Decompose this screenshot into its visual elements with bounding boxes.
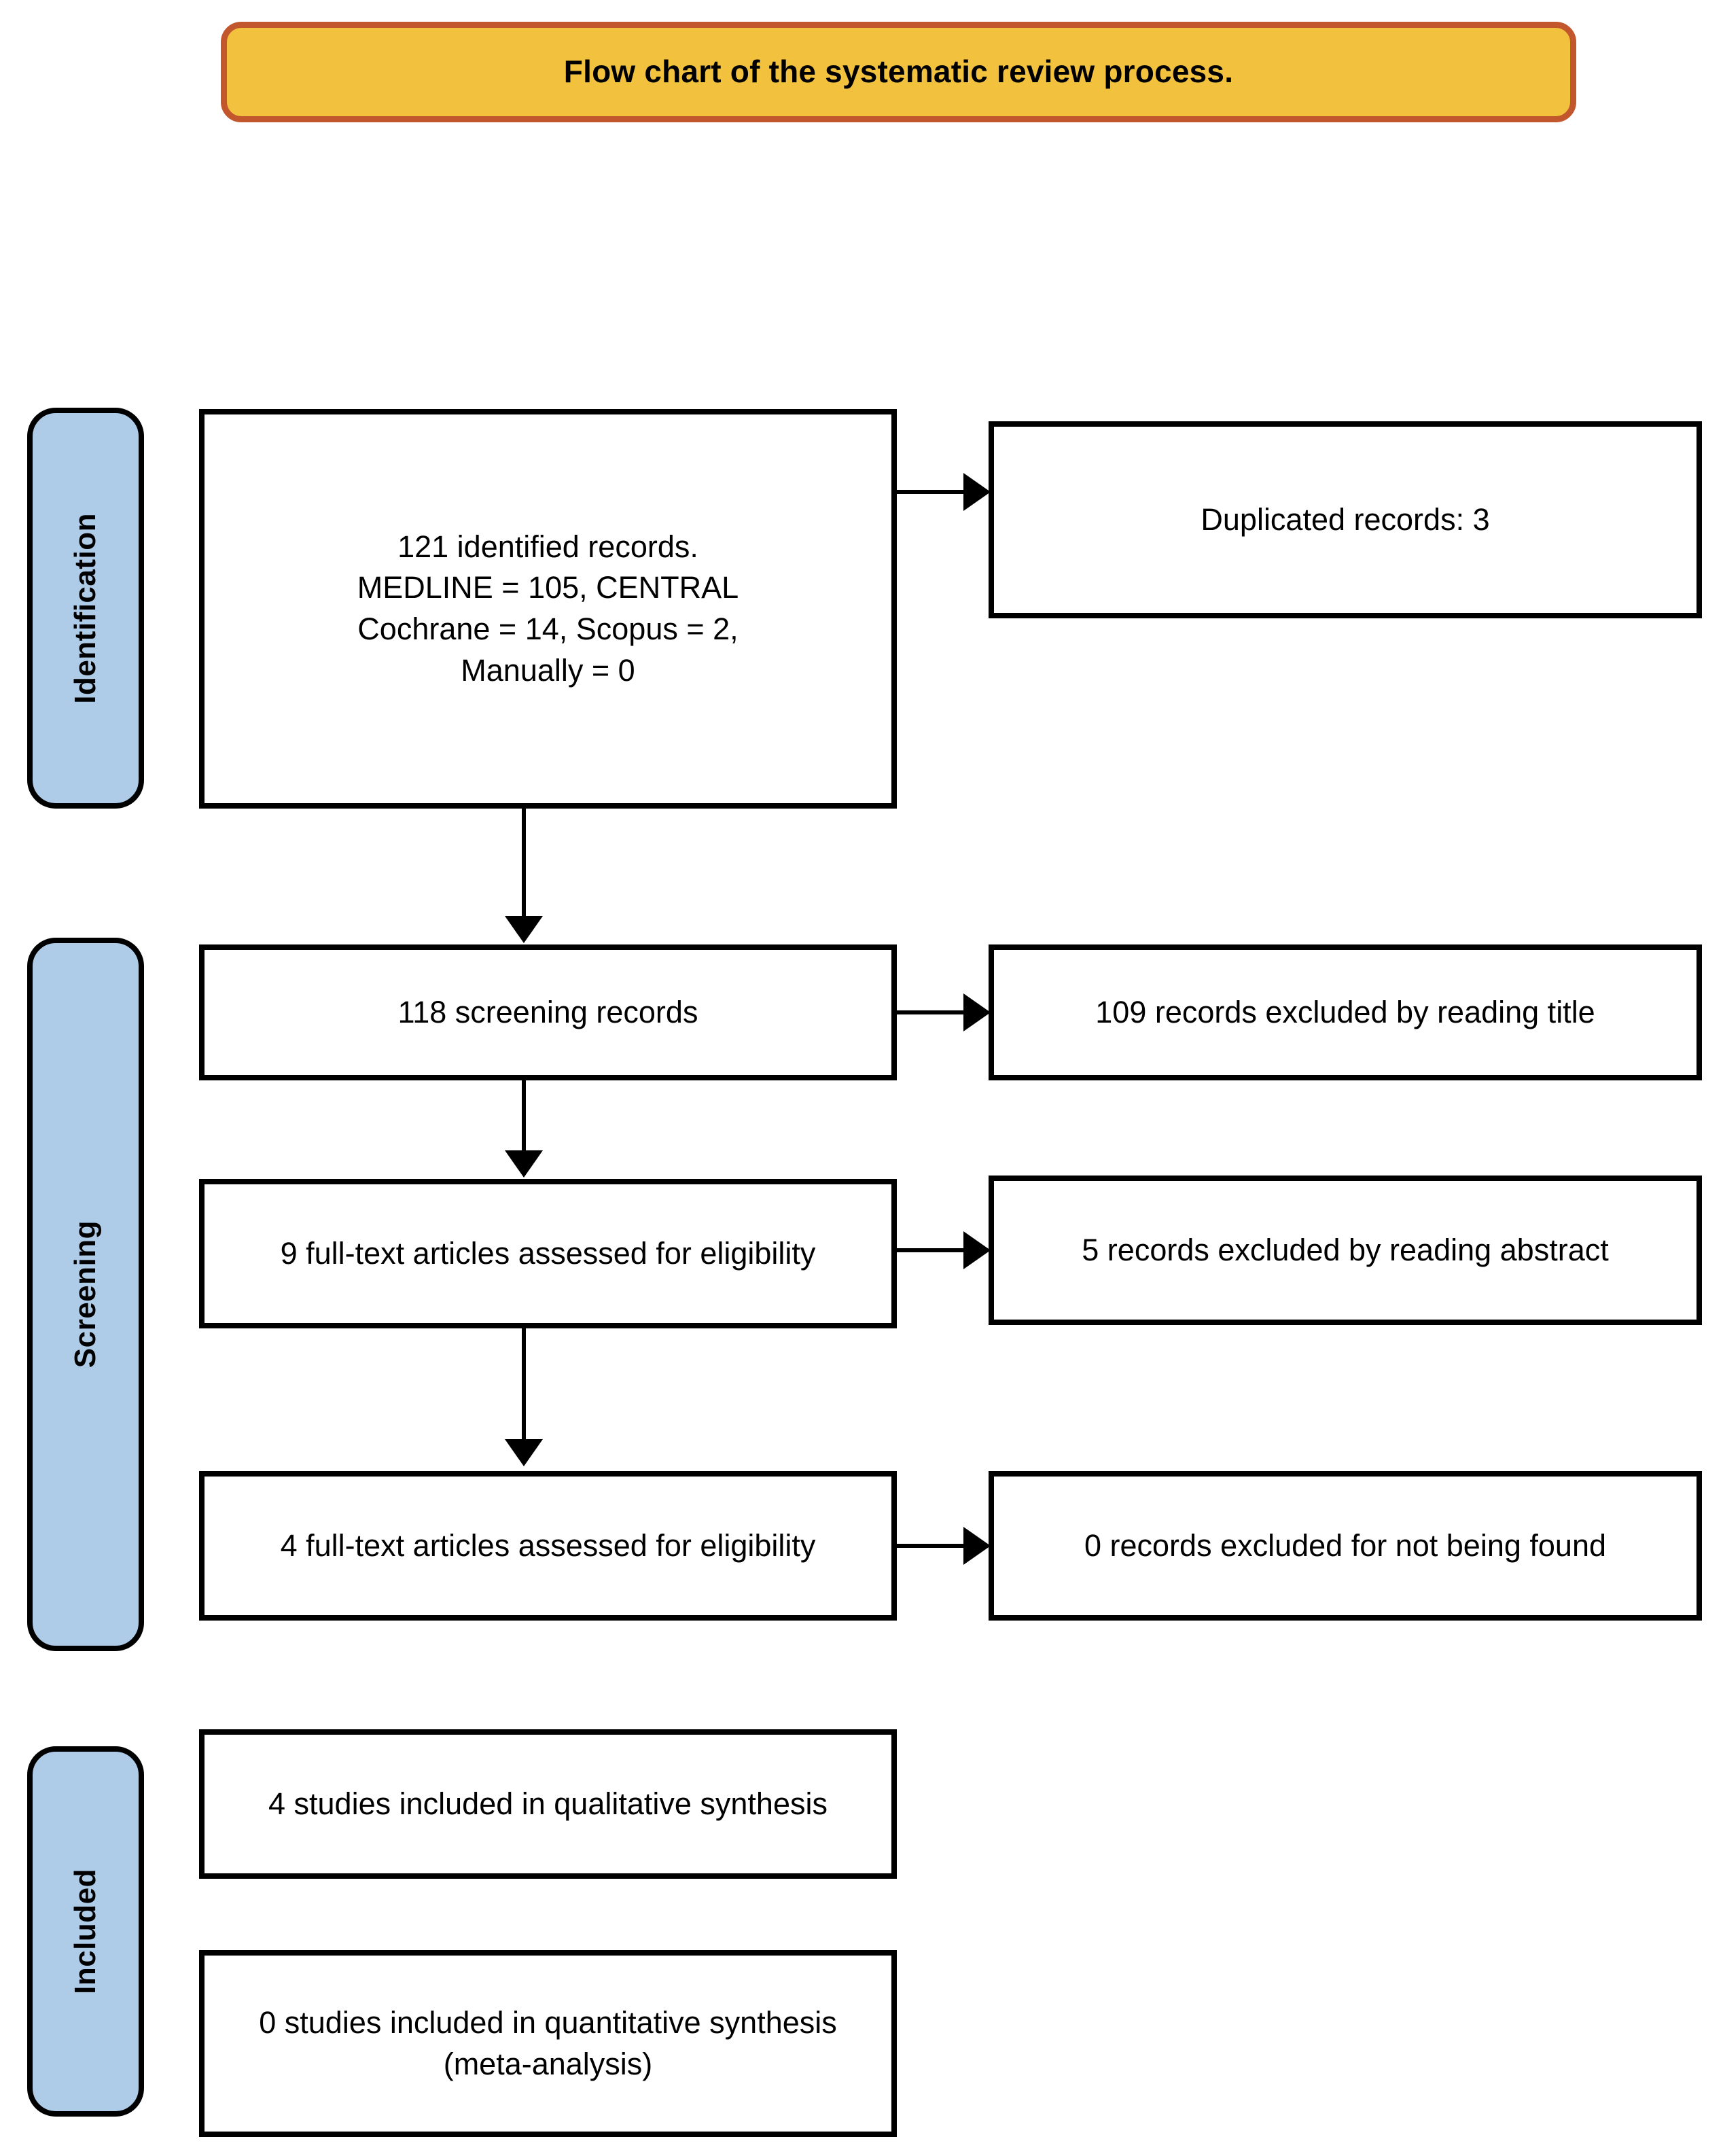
box-fulltext-assessed-9-text: 9 full-text articles assessed for eligib… bbox=[280, 1235, 816, 1271]
connector-screening-to-excluded-title bbox=[897, 1010, 968, 1014]
arrowhead-down-icon bbox=[505, 1439, 543, 1466]
arrowhead-right-icon bbox=[963, 1231, 991, 1269]
stage-label-identification-text: Identification bbox=[69, 512, 102, 704]
box-duplicated-records: Duplicated records: 3 bbox=[989, 421, 1702, 618]
box-quantitative-synthesis: 0 studies included in quantitative synth… bbox=[199, 1950, 897, 2137]
stage-label-screening: Screening bbox=[27, 938, 144, 1651]
stage-label-included-text: Included bbox=[69, 1869, 102, 1994]
box-identified-records-text: 121 identified records. MEDLINE = 105, C… bbox=[357, 529, 739, 688]
box-excluded-not-found-text: 0 records excluded for not being found bbox=[1084, 1527, 1606, 1563]
connector-identified-to-duplicated bbox=[897, 490, 968, 494]
box-fulltext-assessed-4-text: 4 full-text articles assessed for eligib… bbox=[280, 1527, 816, 1563]
box-screening-records-text: 118 screening records bbox=[397, 994, 698, 1029]
connector-identified-to-screening bbox=[522, 809, 526, 923]
arrowhead-right-icon bbox=[963, 993, 991, 1031]
connector-fulltext9-to-fulltext4 bbox=[522, 1328, 526, 1444]
box-screening-records: 118 screening records bbox=[199, 944, 897, 1080]
box-duplicated-records-text: Duplicated records: 3 bbox=[1201, 501, 1490, 537]
connector-fulltext4-to-excluded-notfound bbox=[897, 1544, 968, 1548]
arrowhead-right-icon bbox=[963, 473, 991, 511]
arrowhead-right-icon bbox=[963, 1527, 991, 1565]
box-quantitative-synthesis-text: 0 studies included in quantitative synth… bbox=[259, 2004, 837, 2081]
box-qualitative-synthesis-text: 4 studies included in qualitative synthe… bbox=[268, 1786, 828, 1821]
stage-label-included: Included bbox=[27, 1746, 144, 2117]
chart-title-banner: Flow chart of the systematic review proc… bbox=[221, 22, 1576, 122]
stage-label-identification: Identification bbox=[27, 408, 144, 809]
box-fulltext-assessed-4: 4 full-text articles assessed for eligib… bbox=[199, 1471, 897, 1621]
box-excluded-not-found: 0 records excluded for not being found bbox=[989, 1471, 1702, 1621]
box-qualitative-synthesis: 4 studies included in qualitative synthe… bbox=[199, 1729, 897, 1879]
connector-fulltext9-to-excluded-abstract bbox=[897, 1248, 968, 1252]
stage-label-screening-text: Screening bbox=[69, 1220, 102, 1368]
arrowhead-down-icon bbox=[505, 916, 543, 943]
connector-screening-to-fulltext9 bbox=[522, 1080, 526, 1155]
box-excluded-by-abstract-text: 5 records excluded by reading abstract bbox=[1082, 1232, 1609, 1267]
page-title: Flow chart of the systematic review proc… bbox=[563, 54, 1234, 90]
box-excluded-by-abstract: 5 records excluded by reading abstract bbox=[989, 1176, 1702, 1325]
box-excluded-by-title-text: 109 records excluded by reading title bbox=[1095, 994, 1595, 1029]
arrowhead-down-icon bbox=[505, 1150, 543, 1178]
box-fulltext-assessed-9: 9 full-text articles assessed for eligib… bbox=[199, 1179, 897, 1328]
box-identified-records: 121 identified records. MEDLINE = 105, C… bbox=[199, 409, 897, 809]
box-excluded-by-title: 109 records excluded by reading title bbox=[989, 944, 1702, 1080]
